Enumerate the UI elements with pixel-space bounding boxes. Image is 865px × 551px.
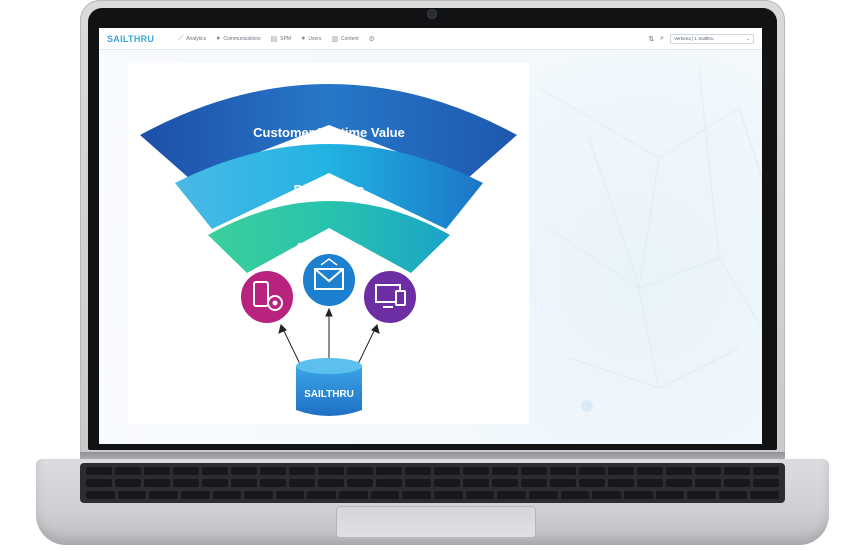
account-select[interactable]: Verbena | 1 Sailthru ⌄: [670, 33, 754, 44]
nav-item-label: SPM: [280, 35, 292, 42]
nav-item-communications[interactable]: ● Communications: [216, 35, 260, 42]
analytics-icon: ⟋: [178, 34, 184, 42]
keyboard: [80, 463, 785, 503]
nav-item-label: Communications: [223, 35, 261, 42]
trackpad: [336, 506, 536, 538]
keyboard-row: [86, 467, 779, 475]
swap-icon[interactable]: ⇅: [648, 35, 655, 43]
nav-item-spm[interactable]: ▤ SPM: [271, 35, 291, 43]
chat-icon: ●: [216, 35, 221, 42]
nav-item-users[interactable]: ● Users: [301, 35, 321, 42]
layer-predictions: [175, 144, 483, 229]
clv-diagram: Customer Lifetime Value Predictions Algo…: [140, 84, 517, 416]
layer-algorithms: [208, 201, 450, 273]
nav-item-content[interactable]: ▥ Content: [331, 35, 358, 43]
search-icon[interactable]: ⌕: [660, 34, 664, 42]
mobile-settings-icon: [239, 269, 295, 325]
laptop-hinge: [80, 452, 785, 462]
database-icon: [296, 358, 362, 416]
top-navigation-bar: SAILTHRU ⟋ Analytics ● Communications ▤ …: [99, 28, 762, 50]
user-icon: ●: [301, 35, 306, 42]
keyboard-row: [86, 491, 780, 499]
nav-item-label: Content: [341, 35, 359, 42]
keyboard-row: [86, 479, 779, 487]
account-select-value: Verbena | 1 Sailthru: [674, 36, 714, 41]
nav-item-analytics[interactable]: ⟋ Analytics: [178, 35, 206, 43]
layer-label-algorithms: Algorithms: [295, 240, 364, 255]
database-label: SAILTHRU: [304, 389, 354, 400]
webcam-icon: [428, 10, 436, 18]
content-icon: ▥: [331, 35, 339, 43]
layer-label-clv: Customer Lifetime Value: [253, 125, 405, 140]
nav-item-label: Users: [308, 35, 322, 42]
email-icon: [301, 252, 357, 308]
devices-icon: [362, 269, 418, 325]
document-icon: ▤: [270, 35, 278, 43]
layer-customer-lifetime-value: [140, 84, 517, 179]
nav-item-label: Analytics: [186, 35, 207, 42]
settings-button[interactable]: ⚙: [369, 35, 375, 43]
brand-logo[interactable]: SAILTHRU: [107, 33, 155, 44]
layer-label-predictions: Predictions: [294, 182, 365, 197]
gear-icon: ⚙: [368, 35, 375, 43]
navbar-right-tools: ⇅ ⌕ Verbena | 1 Sailthru ⌄: [648, 33, 754, 44]
chevron-down-icon: ⌄: [746, 35, 750, 41]
laptop-screen: SAILTHRU ⟋ Analytics ● Communications ▤ …: [99, 28, 762, 444]
diagram-card: Customer Lifetime Value Predictions Algo…: [128, 63, 529, 424]
